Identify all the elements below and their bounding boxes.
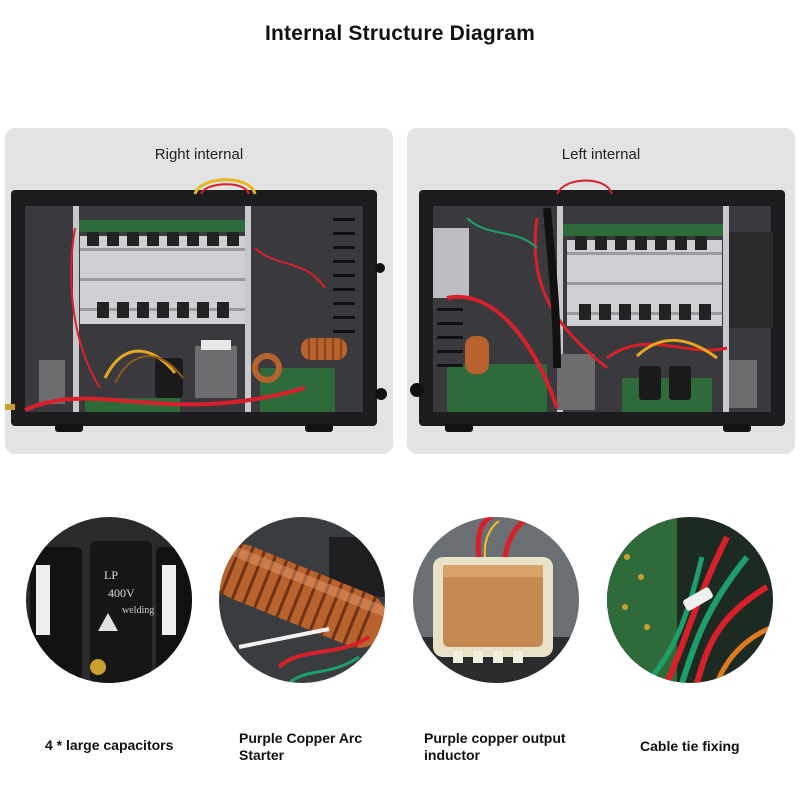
arc-starter-caption-line2: Starter (239, 747, 285, 763)
inductor-caption-line1: Purple copper output (424, 730, 566, 746)
capacitor-brand-text: welding (122, 605, 154, 616)
inductor-caption-line2: inductor (424, 747, 480, 763)
capacitors-closeup: LP 400V welding (26, 517, 192, 683)
arc-starter-caption: Purple Copper Arc Starter (239, 730, 362, 764)
left-internal-panel: Left internal (407, 128, 795, 454)
cable-tie-caption: Cable tie fixing (640, 738, 740, 754)
arc-starter-closeup (219, 517, 385, 683)
inductor-caption: Purple copper output inductor (424, 730, 566, 764)
right-internal-panel: Right internal (5, 128, 393, 454)
capacitor-rating-text: 400V (108, 586, 135, 600)
cable-tie-closeup (607, 517, 773, 683)
inductor-closeup (413, 517, 579, 683)
right-internal-photo (5, 178, 387, 432)
page-title: Internal Structure Diagram (264, 22, 536, 45)
left-internal-label: Left internal (561, 146, 641, 163)
capacitors-caption: 4 * large capacitors (45, 737, 174, 753)
left-internal-photo (410, 179, 785, 432)
arc-starter-caption-line1: Purple Copper Arc (239, 730, 363, 746)
right-internal-label: Right internal (154, 146, 244, 163)
capacitor-top-text: LP (104, 568, 118, 582)
